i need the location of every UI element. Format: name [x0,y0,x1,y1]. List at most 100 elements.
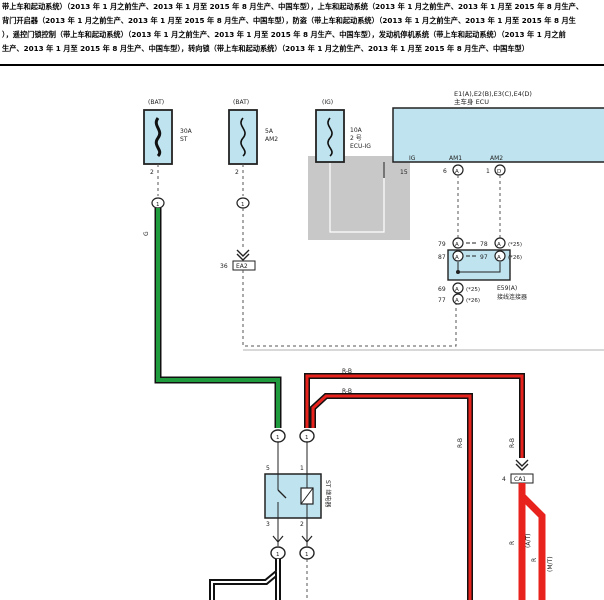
wire-rb-label: R-B [509,438,516,448]
header-line: 生产、2013 年 1 月至 2015 年 8 月生产、中国车型），转向锁（带上… [2,44,529,53]
wire-rb [305,374,524,458]
wire-at-label: (A/T) [525,534,532,548]
wire-rb-label: R-B [342,388,352,395]
junction-pin-77: 77 [438,297,446,304]
junction-pin-letter: A [455,255,459,261]
fuse-ig-name: 2 号 [350,135,362,142]
header-line: ），遥控门锁控制（带上车和起动系统）（2013 年 1 月之前生产、2013 年… [2,30,566,39]
wire-r-label: R [531,558,538,562]
wire-green [156,208,280,428]
junction-pin-79: 79 [438,241,446,248]
junction-pin [452,293,464,305]
header-line: 背门开启器（2013 年 1 月之前生产、2013 年 1 月至 2015 年 … [2,16,576,25]
junction-variant-26: (*26) [508,255,522,261]
junction-pin-87: 87 [438,254,446,261]
connector-ca1-pin: 4 [502,476,506,483]
fuse-st-pin: 2 [150,169,154,176]
relay-coil-mark [300,487,314,505]
relay-switch [277,489,287,499]
ecu-term-am2: AM2 [490,155,503,162]
chevron-down-icon [236,249,250,261]
ecu-term-am1: AM1 [449,155,462,162]
fuse-ig-icon [327,117,333,157]
ecu-term-ig: IG [409,155,416,162]
relay-pin-1: 1 [300,465,304,472]
inline-connector-pin: 1 [276,435,280,441]
junction-dot [456,270,460,274]
junction-pin [452,250,464,262]
connector-ea2 [232,260,256,271]
fuse-ig-rating: 10A [350,127,363,134]
ecu-pin-am2-letter: D [497,169,501,175]
wire-am2-bus [242,270,457,347]
wiring-diagram: E1(A),E2(B),E3(C),E4(D) 主车身 ECU IG AM1 A… [143,90,604,600]
ig-wire [329,162,385,233]
fuse-am2-icon [240,117,246,157]
junction-pin-letter: A [455,242,459,248]
fuse-ig-source: (IG) [322,99,333,106]
junction-pin [452,237,464,249]
junction-bus [457,262,501,273]
ecu-name: 主车身 ECU [454,97,489,106]
inline-connector-pin: 1 [305,435,309,441]
wire-rb-outline [304,373,525,458]
junction-pin-letter: A [497,242,501,248]
ig-shade [308,156,410,240]
header-line: 带上车和起动系统）（2013 年 1 月之前生产、2013 年 1 月至 201… [2,2,584,11]
connector-ca1-name: CA1 [514,476,526,483]
ecu-codes: E1(A),E2(B),E3(C),E4(D) [454,90,532,98]
connector-ea2-pin: 36 [220,263,228,270]
ecu-pin-am1: 6 [443,168,447,175]
diagram-header: 带上车和起动系统）（2013 年 1 月之前生产、2013 年 1 月至 201… [0,0,604,66]
fuse-am2-name: AM2 [265,136,278,143]
junction-pin-letter: A [455,298,459,304]
wire-rb2 [311,394,472,600]
fuse-am2-source: (BAT) [233,99,249,106]
connector-ea2-name: EA2 [236,263,248,270]
inline-connector-pin: 1 [305,552,309,558]
relay-pin-5: 5 [266,465,270,472]
inline-connector-pin: 1 [241,202,245,208]
junction-pin [494,250,506,262]
fuse-st-rating: 30A [180,128,193,135]
junction-variant-26: (*26) [466,298,480,304]
wire-r-mt [519,493,546,600]
wire-rb2-outline [310,393,473,600]
relay-pin-3: 3 [266,521,270,528]
junction-pin-97: 97 [480,254,488,261]
wire-rb-label: R-B [457,438,464,448]
inline-connector-pin: 1 [156,202,160,208]
fuse-am2-pin: 2 [235,169,239,176]
wire-r-label: R [509,541,516,545]
fuse-st-source: (BAT) [148,99,164,106]
fuse-am2-rating: 5A [265,128,274,135]
junction-name: E59(A) [497,285,517,292]
relay-pin-2: 2 [300,521,304,528]
chevron-down-icon [301,535,313,543]
relay-name: ST 继电器 [324,480,332,507]
junction-pin [494,237,506,249]
chevron-down-icon [272,535,284,543]
ecu-pin-am1-letter: A [455,169,459,175]
junction-pin [452,282,464,294]
fuse-st-icon [154,117,162,158]
junction-variant-25: (*25) [466,287,480,293]
wire-rb-label: R-B [342,368,352,375]
junction-pin-78: 78 [480,241,488,248]
fuse-st-name: ST [180,136,188,143]
ecu-pin-am2: 1 [486,168,490,175]
wire-green-outline [154,208,282,428]
fuse-ig-name2: ECU-IG [350,143,371,150]
junction-variant-25: (*25) [508,242,522,248]
junction-desc: 接线连接器 [497,293,527,301]
junction-pin-letter: A [455,287,459,293]
inline-connector-pin: 1 [276,552,280,558]
wire-green-label: G [143,231,150,236]
junction-pin-letter: A [497,255,501,261]
wire-mt-label: (M/T) [547,556,554,572]
fuse-ig [315,109,345,163]
chevron-down-icon [515,459,529,471]
wire-lower [211,559,279,600]
ecu-pin-ig: 15 [400,169,408,176]
main-body-ecu [392,107,604,163]
